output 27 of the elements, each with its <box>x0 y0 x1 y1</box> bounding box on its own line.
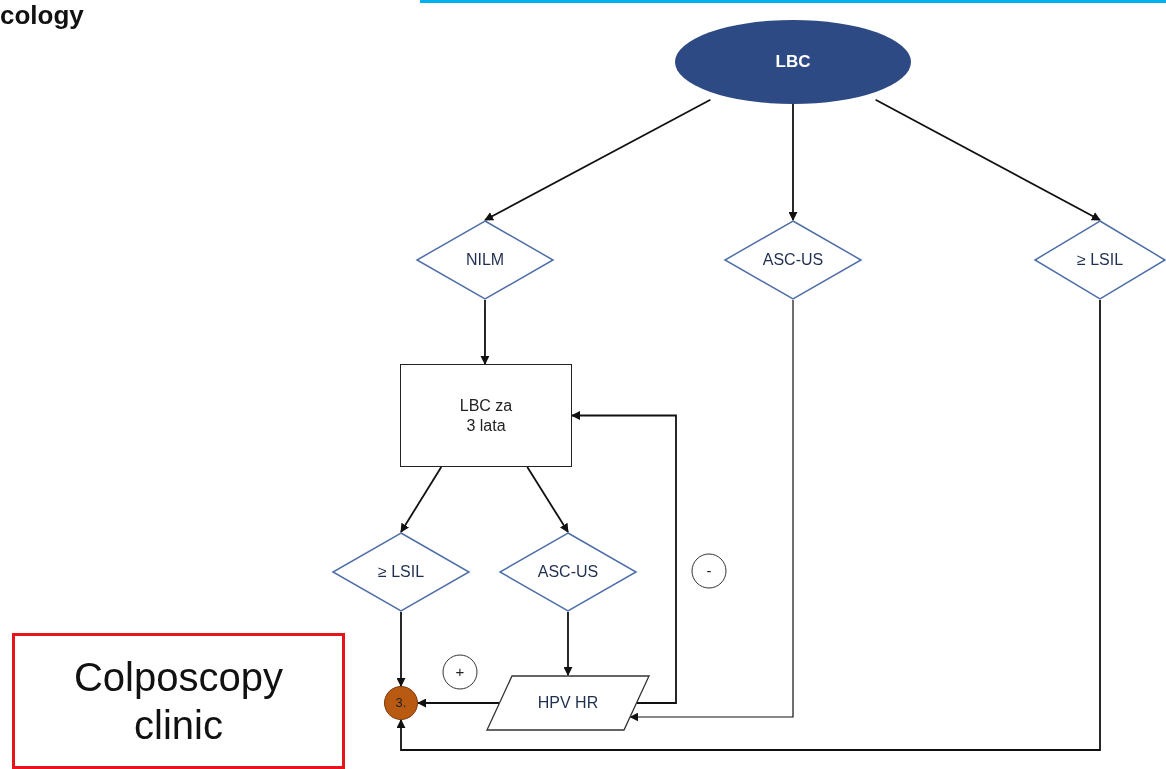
node-label: 3. <box>395 695 407 711</box>
node-label: ≥ LSIL <box>376 562 426 582</box>
arrow <box>874 98 1101 221</box>
arrow <box>396 611 406 687</box>
arrow <box>396 299 1101 751</box>
node-label: LBC za 3 lata <box>458 396 514 435</box>
arrow <box>400 466 443 533</box>
arrow <box>417 698 500 708</box>
node-label: NILM <box>464 250 506 270</box>
heading-text: cology <box>0 0 84 30</box>
node-label: + <box>455 663 465 681</box>
node-label: ASC-US <box>536 562 600 582</box>
arrow <box>571 411 677 704</box>
node-label: LBC <box>774 51 812 73</box>
node-label: - <box>706 562 712 580</box>
node-label: ASC-US <box>761 250 825 270</box>
arrow <box>563 611 573 676</box>
node-label: Colposcopy clinic <box>73 654 284 749</box>
arrow <box>480 299 490 365</box>
node-label: ≥ LSIL <box>1075 250 1125 270</box>
arrow <box>484 98 712 221</box>
process-box <box>400 364 572 467</box>
node-label: HPV HR <box>536 693 600 713</box>
arrow <box>629 299 794 722</box>
arrow <box>526 466 569 533</box>
highlight-box <box>12 633 345 769</box>
arrow <box>788 103 798 221</box>
